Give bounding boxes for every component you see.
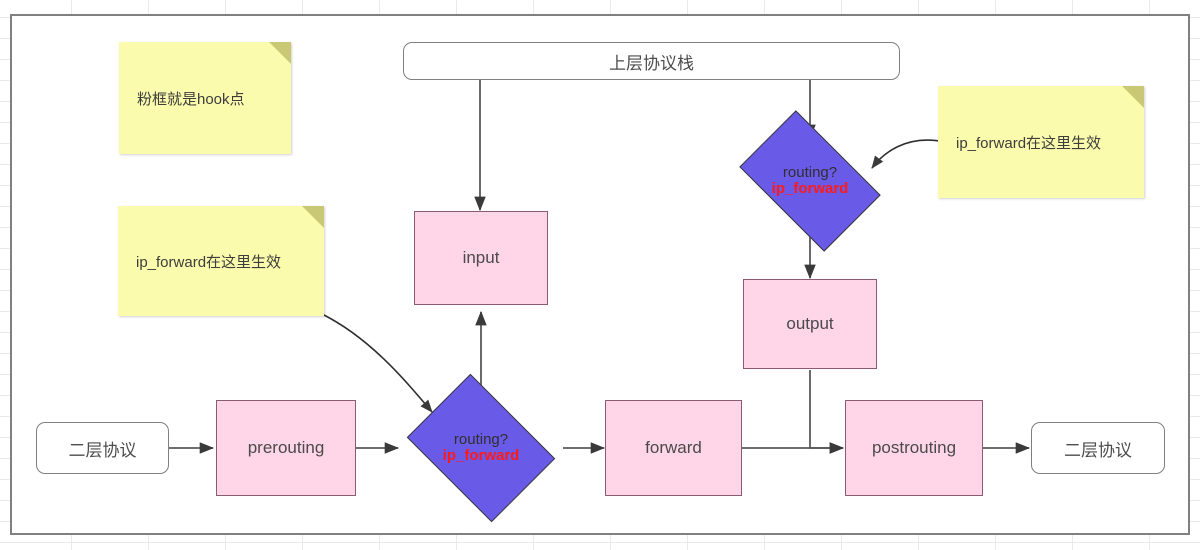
- node-output[interactable]: output: [743, 279, 877, 369]
- node-routing-decision-top[interactable]: routing? ip_forward: [739, 110, 881, 252]
- node-forward[interactable]: forward: [605, 400, 742, 496]
- node-routing-decision-top-line1: routing?: [782, 163, 838, 181]
- note-ipforward-left: ip_forward在这里生效: [118, 206, 324, 316]
- node-upper-protocol-stack-label: 上层协议栈: [609, 53, 694, 73]
- node-postrouting-label: postrouting: [871, 438, 957, 457]
- note-fold-icon: [1122, 86, 1144, 108]
- note-ipforward-right: ip_forward在这里生效: [938, 86, 1144, 198]
- node-prerouting-label: prerouting: [247, 438, 325, 457]
- node-routing-decision-bottom[interactable]: routing? ip_forward: [406, 373, 556, 523]
- node-l2-protocol-in[interactable]: 二层协议: [36, 422, 169, 474]
- node-input-label: input: [462, 248, 500, 267]
- node-postrouting[interactable]: postrouting: [845, 400, 983, 496]
- node-routing-decision-bottom-line1: routing?: [453, 430, 509, 448]
- node-output-label: output: [786, 314, 834, 333]
- node-upper-protocol-stack[interactable]: 上层协议栈: [403, 42, 900, 80]
- note-ipforward-left-text: ip_forward在这里生效: [136, 253, 282, 271]
- node-l2-protocol-out[interactable]: 二层协议: [1031, 422, 1165, 474]
- note-hook-legend-text: 粉框就是hook点: [137, 90, 245, 108]
- note-fold-icon: [269, 42, 291, 64]
- node-routing-decision-top-line2: ip_forward: [771, 180, 849, 197]
- note-ipforward-right-text: ip_forward在这里生效: [956, 134, 1102, 152]
- node-forward-label: forward: [645, 438, 702, 457]
- note-hook-legend: 粉框就是hook点: [119, 42, 291, 154]
- node-prerouting[interactable]: prerouting: [216, 400, 356, 496]
- note-fold-icon: [302, 206, 324, 228]
- node-l2-protocol-in-label: 二层协议: [68, 440, 137, 460]
- node-input[interactable]: input: [414, 211, 548, 305]
- node-l2-protocol-out-label: 二层协议: [1064, 440, 1132, 460]
- node-routing-decision-bottom-line2: ip_forward: [442, 447, 520, 464]
